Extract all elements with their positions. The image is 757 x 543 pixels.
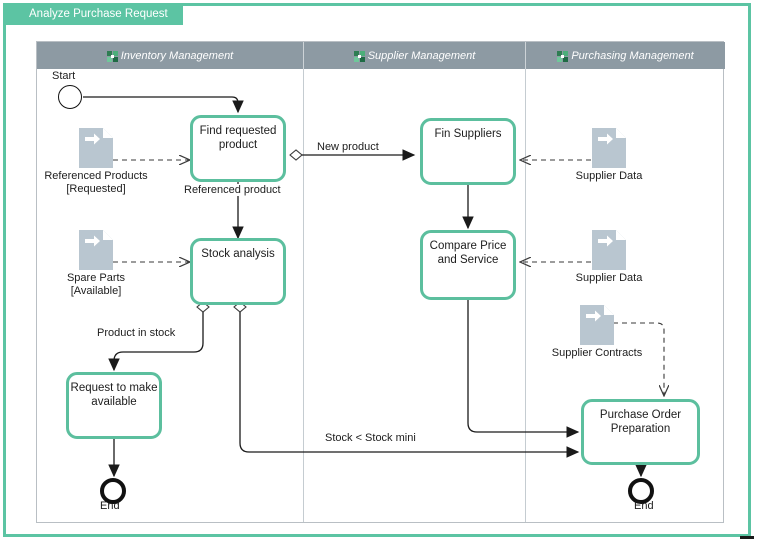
- lane-body-inventory-management: [37, 69, 304, 522]
- document-icon: [580, 305, 614, 345]
- lane-header-inventory-management[interactable]: Inventory Management: [37, 42, 304, 69]
- puzzle-piece-icon: [557, 51, 569, 62]
- diagram-title-tab[interactable]: Analyze Purchase Request: [3, 3, 183, 25]
- flow-label-stock-below-mini: Stock < Stock mini: [323, 432, 418, 444]
- data-object-label: Supplier Contracts: [551, 347, 643, 359]
- data-object-supplier-data-2[interactable]: Supplier Data: [576, 230, 642, 284]
- data-object-referenced-products[interactable]: Referenced Products[Requested]: [44, 128, 148, 195]
- diagram-title: Analyze Purchase Request: [29, 8, 168, 20]
- data-object-label: Supplier Data: [575, 272, 643, 284]
- document-icon: [79, 230, 113, 270]
- end-event-left-label: End: [100, 500, 120, 512]
- scrollbar-corner[interactable]: [740, 536, 754, 539]
- lane-header-supplier-management[interactable]: Supplier Management: [304, 42, 526, 69]
- document-icon: [592, 230, 626, 270]
- lane-label: Purchasing Management: [571, 49, 694, 62]
- flow-label-new-product: New product: [315, 141, 381, 153]
- end-event-right[interactable]: [628, 478, 654, 504]
- data-object-spare-parts[interactable]: Spare Parts[Available]: [67, 230, 125, 297]
- data-object-label: Supplier Data: [575, 170, 643, 182]
- puzzle-piece-icon: [106, 51, 118, 62]
- lane-body-supplier-management: [304, 69, 526, 522]
- lane-label: Supplier Management: [367, 49, 476, 62]
- flow-label-referenced-product: Referenced product: [182, 184, 283, 196]
- task-stock-analysis[interactable]: Stock analysis: [190, 238, 286, 305]
- task-fin-suppliers[interactable]: Fin Suppliers: [420, 118, 516, 185]
- task-label: Fin Suppliers: [434, 128, 502, 140]
- start-event-label: Start: [52, 70, 76, 82]
- data-object-label: Referenced Products[Requested]: [44, 170, 148, 195]
- end-event-left[interactable]: [100, 478, 126, 504]
- data-object-label: Spare Parts[Available]: [66, 272, 126, 297]
- flow-label-product-in-stock: Product in stock: [95, 327, 178, 339]
- task-label: Stock analysis: [201, 248, 275, 260]
- document-icon: [592, 128, 626, 168]
- data-object-supplier-data-1[interactable]: Supplier Data: [576, 128, 642, 182]
- puzzle-piece-icon: [353, 51, 365, 62]
- start-event[interactable]: [58, 85, 82, 109]
- lane-label: Inventory Management: [120, 49, 234, 62]
- lane-header-purchasing-management[interactable]: Purchasing Management: [526, 42, 725, 69]
- end-event-right-label: End: [634, 500, 654, 512]
- data-object-supplier-contracts[interactable]: Supplier Contracts: [552, 305, 642, 359]
- document-icon: [79, 128, 113, 168]
